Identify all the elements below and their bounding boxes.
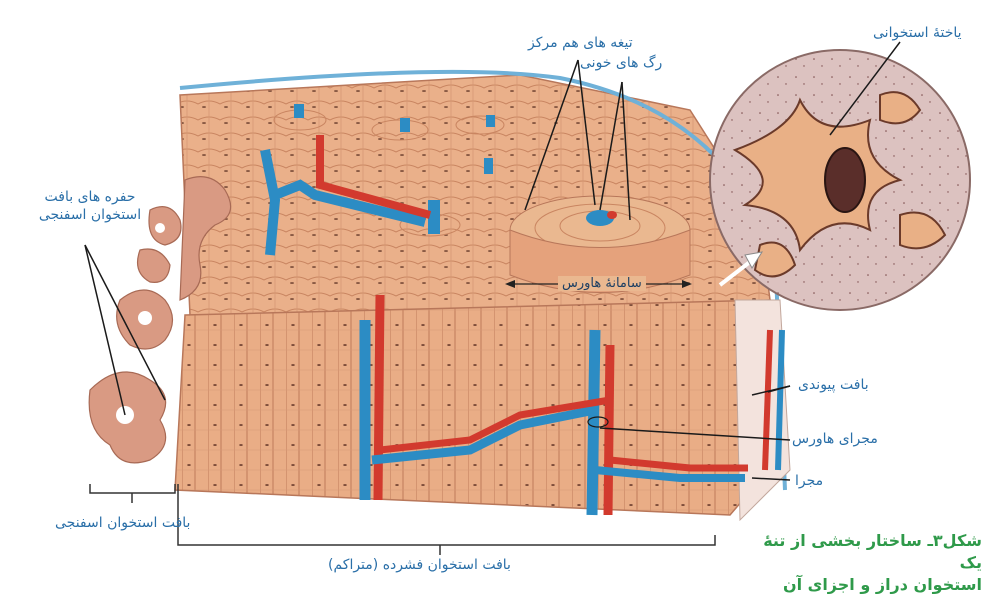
small-osteon-3 (455, 115, 505, 135)
osteon-vessel-blue (586, 210, 614, 226)
label-spongy-cavities-line2: استخوان اسفنجی (38, 207, 142, 223)
label-haversian-system: سامانهٔ هاورس (558, 276, 646, 291)
leader-lines (84, 41, 901, 481)
label-connective-tissue: بافت پیوندی (798, 377, 869, 393)
vessel-front-right-red (603, 344, 615, 516)
caption-line2: استخوان دراز و اجزای آن (782, 575, 982, 594)
vessel-stub-1 (294, 104, 304, 118)
vessel-stub-2 (400, 118, 410, 132)
osteocyte-nucleus (824, 147, 866, 213)
osteon-arrow-head-left (505, 280, 515, 288)
vessel-cross-red (379, 396, 611, 454)
caption-line1: شکل۳ـ ساختار بخشی از تنهٔ یک (763, 531, 982, 572)
label-blood-vessels: رگ های خونی (580, 55, 663, 71)
vessel-low-blue (594, 466, 745, 482)
vessel-stub-5 (484, 158, 493, 174)
bone-front-face (174, 299, 771, 516)
label-haversian-canal: مجرای هاورس (792, 431, 878, 447)
label-compact-bone: بافت استخوان فشرده (متراکم) (328, 557, 511, 573)
vessel-low-red (609, 456, 748, 472)
label-bone-cell: یاختهٔ استخوانی (873, 25, 962, 41)
magnify-arrow-head (744, 251, 764, 269)
label-canal: مجرا (795, 473, 824, 489)
osteon-arrow-head-right (682, 280, 692, 288)
label-spongy-cavities: حفره های بافت استخوان اسفنجی (30, 188, 150, 224)
figure-caption: شکل۳ـ ساختار بخشی از تنهٔ یک استخوان درا… (762, 530, 982, 596)
vessel-front-left-red (373, 294, 385, 501)
label-spongy-bone: بافت استخوان اسفنجی (55, 515, 191, 531)
label-spongy-cavities-line1: حفره های بافت (44, 189, 136, 205)
vessel-top-red (316, 135, 432, 219)
bone-top-surface (179, 74, 771, 321)
bottom-brackets (89, 484, 716, 555)
vessel-top-blue (260, 149, 427, 256)
label-concentric-lamellae: تیغه های هم مرکز (528, 35, 633, 51)
vessel-stub-3 (486, 115, 495, 127)
osteon-vessel-red (607, 211, 617, 219)
vessel-side-red (762, 329, 773, 471)
haversian-canal-marker (587, 416, 609, 428)
vessel-side-blue (775, 329, 785, 471)
vessel-front-right-blue (586, 329, 601, 516)
vessel-cross-blue (371, 405, 596, 465)
vessel-stub-4 (428, 200, 440, 234)
lacunae-network (732, 91, 947, 278)
